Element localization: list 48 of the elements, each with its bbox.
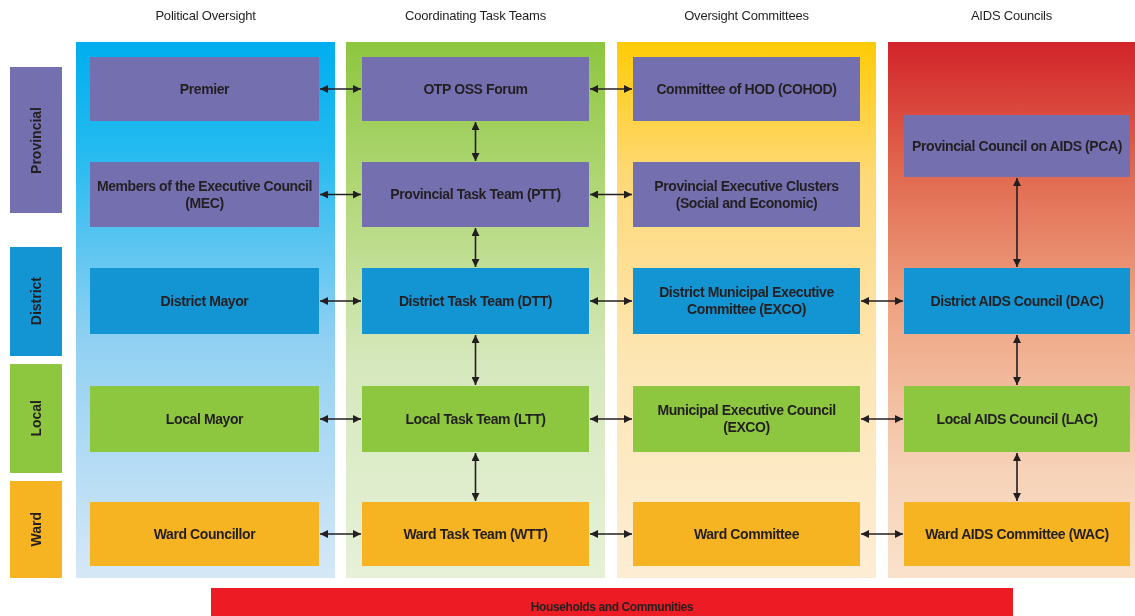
column-heading: AIDS Councils bbox=[970, 8, 1053, 23]
org-box: District AIDS Council (DAC) bbox=[904, 268, 1130, 334]
org-box: Ward Committee bbox=[633, 502, 860, 566]
org-box: Provincial Executive Clusters (Social and Economic) bbox=[633, 162, 860, 227]
double-arrow bbox=[319, 415, 362, 423]
double-arrow bbox=[1013, 334, 1021, 386]
double-arrow bbox=[319, 190, 362, 199]
org-box: Local AIDS Council (LAC) bbox=[904, 386, 1130, 452]
level-label: Ward bbox=[10, 481, 62, 578]
double-arrow bbox=[471, 121, 480, 162]
org-box: Ward AIDS Committee (WAC) bbox=[904, 502, 1130, 566]
org-box: Provincial Council on AIDS (PCA) bbox=[904, 115, 1130, 177]
double-arrow bbox=[860, 530, 904, 538]
base-bar: Households and Communities bbox=[211, 588, 1013, 616]
double-arrow bbox=[589, 415, 633, 423]
double-arrow bbox=[589, 190, 633, 199]
double-arrow bbox=[860, 297, 904, 305]
org-box: Local Task Team (LTT) bbox=[362, 386, 589, 452]
column-heading: Political Oversight bbox=[155, 8, 256, 23]
org-box: Provincial Task Team (PTT) bbox=[362, 162, 589, 227]
level-label: Local bbox=[10, 364, 62, 473]
level-label: Provincial bbox=[10, 67, 62, 213]
level-label: District bbox=[10, 247, 62, 356]
column-heading: Oversight Committees bbox=[684, 8, 809, 23]
org-box: Members of the Executive Council (MEC) bbox=[90, 162, 319, 227]
org-box: Ward Councillor bbox=[90, 502, 319, 566]
org-box: Committee of HOD (COHOD) bbox=[633, 57, 860, 121]
double-arrow bbox=[589, 530, 633, 538]
double-arrow bbox=[319, 85, 362, 93]
org-box: District Mayor bbox=[90, 268, 319, 334]
double-arrow bbox=[589, 85, 633, 93]
double-arrow bbox=[471, 334, 480, 386]
org-box: Municipal Executive Council (EXCO) bbox=[633, 386, 860, 452]
org-box: District Municipal Executive Committee (EXCO) bbox=[633, 268, 860, 334]
org-box: Ward Task Team (WTT) bbox=[362, 502, 589, 566]
double-arrow bbox=[1013, 177, 1021, 268]
org-box: Local Mayor bbox=[90, 386, 319, 452]
org-box: OTP OSS Forum bbox=[362, 57, 589, 121]
double-arrow bbox=[471, 452, 480, 502]
org-box: District Task Team (DTT) bbox=[362, 268, 589, 334]
double-arrow bbox=[860, 415, 904, 423]
double-arrow bbox=[1013, 452, 1021, 502]
org-box: Premier bbox=[90, 57, 319, 121]
double-arrow bbox=[319, 297, 362, 305]
double-arrow bbox=[589, 297, 633, 305]
double-arrow bbox=[471, 227, 480, 268]
double-arrow bbox=[319, 530, 362, 538]
column-heading: Coordinating Task Teams bbox=[405, 8, 546, 23]
